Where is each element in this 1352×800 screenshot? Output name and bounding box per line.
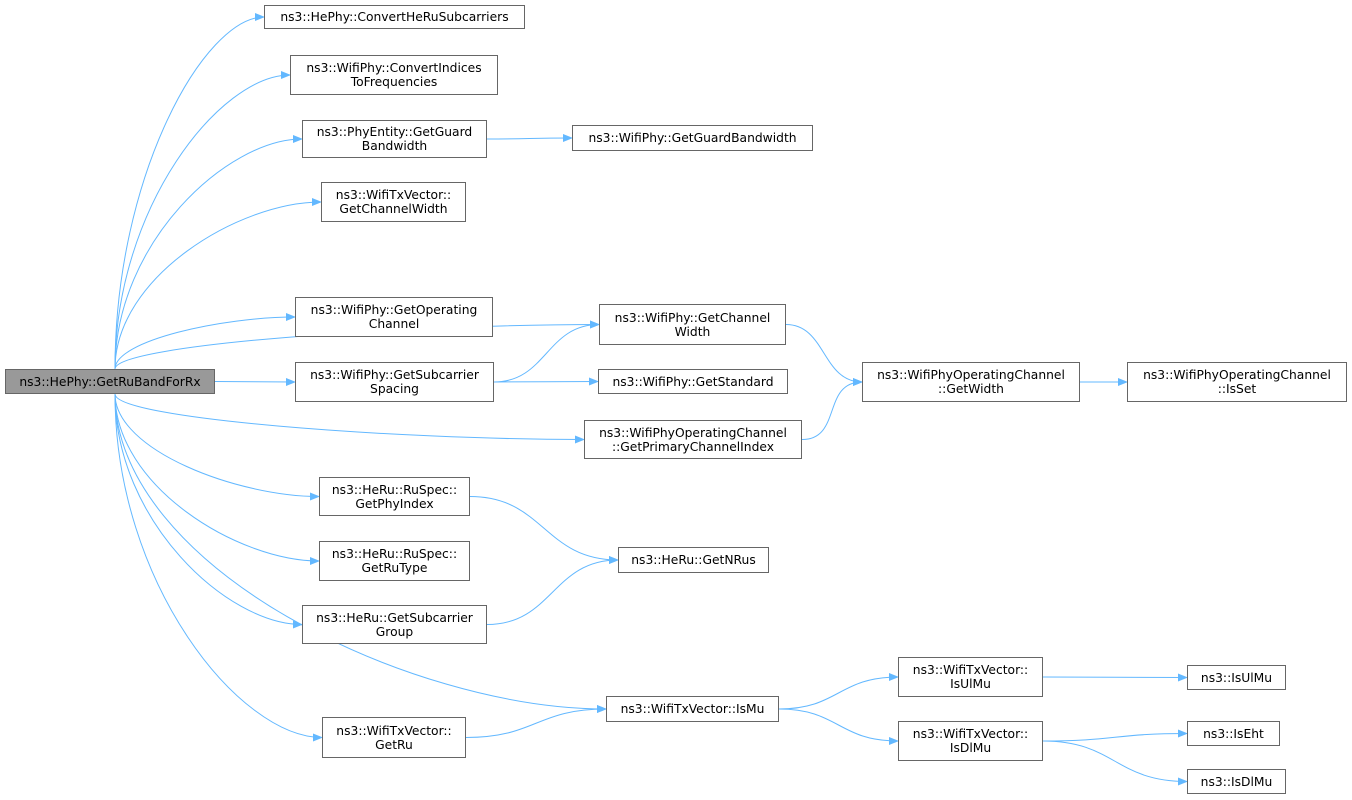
edge-txDl-isDl [1042, 740, 1188, 786]
node-label: Group [375, 624, 414, 639]
node-label: GetChannelWidth [339, 202, 448, 216]
node-txDl[interactable]: ns3::WifiTxVector::IsDlMu [898, 721, 1043, 761]
node-label: ns3::WifiPhy::GetChannel [614, 310, 771, 325]
node-label: ns3::IsEht [1203, 726, 1264, 741]
node-label: ns3::IsDlMu [1200, 774, 1273, 789]
node-label: ns3::WifiTxVector:: [336, 723, 452, 738]
node-label: ns3::WifiTxVector:: [335, 188, 452, 202]
edge-root-wpSub [214, 377, 296, 386]
node-label: ns3::WifiPhy::GetSubcarrier [310, 368, 479, 382]
node-label: Channel [368, 317, 420, 331]
node-label: ns3::WifiPhyOperatingChannel [877, 368, 1065, 382]
node-label: ns3::WifiTxVector:: [912, 727, 1029, 741]
edge-root-convHe [114, 13, 265, 370]
node-label: ns3::IsUlMu [1200, 670, 1273, 685]
edge-root-convIdx [114, 71, 291, 370]
node-ruType[interactable]: ns3::HeRu::RuSpec::GetRuType [319, 541, 470, 581]
edge-root-peGuard [114, 135, 303, 370]
node-wpStd[interactable]: ns3::WifiPhy::GetStandard [598, 369, 788, 394]
node-label: ns3::HePhy::ConvertHeRuSubcarriers [280, 10, 509, 24]
node-wocPri[interactable]: ns3::WifiPhyOperatingChannel::GetPrimary… [584, 420, 802, 459]
edge-root-ruPhy [114, 393, 320, 501]
node-root: ns3::HePhy::GetRuBandForRx [5, 369, 215, 394]
node-label: ns3::HeRu::RuSpec:: [331, 547, 458, 561]
node-isEht[interactable]: ns3::IsEht [1187, 721, 1280, 746]
node-ruPhy[interactable]: ns3::HeRu::RuSpec::GetPhyIndex [319, 477, 470, 516]
node-txChW[interactable]: ns3::WifiTxVector::GetChannelWidth [321, 182, 466, 222]
edge-root-subGrp [114, 393, 303, 629]
node-wocSet[interactable]: ns3::WifiPhyOperatingChannel::IsSet [1127, 362, 1347, 402]
node-label: Bandwidth [361, 139, 428, 153]
edge-root-wocPri [114, 393, 585, 444]
edge-subGrp-nrus [486, 556, 619, 625]
node-txUl[interactable]: ns3::WifiTxVector::IsUlMu [898, 657, 1043, 697]
node-label: ns3::WifiTxVector::IsMu [620, 702, 765, 716]
node-label: ns3::HePhy::GetRuBandForRx [19, 374, 201, 389]
node-label: IsUlMu [950, 677, 991, 691]
node-label: ToFrequencies [350, 75, 438, 89]
edge-txUl-isUl [1042, 673, 1188, 682]
node-label: ns3::HeRu::GetSubcarrier [316, 610, 473, 625]
node-label: ns3::WifiPhy::GetGuardBandwidth [588, 131, 797, 145]
node-label: GetRuType [361, 561, 428, 575]
edge-root-getRu [114, 393, 323, 742]
node-label: ns3::HeRu::GetNRus [631, 553, 756, 567]
edge-wocPri-wocW [801, 378, 863, 440]
node-wpGuard[interactable]: ns3::WifiPhy::GetGuardBandwidth [572, 125, 813, 151]
node-getRu[interactable]: ns3::WifiTxVector::GetRu [322, 717, 466, 758]
edge-root-ruType [114, 393, 320, 565]
node-label: ns3::WifiPhy::GetOperating [310, 303, 478, 317]
edge-root-wpChW [114, 320, 600, 370]
node-wocW[interactable]: ns3::WifiPhyOperatingChannel::GetWidth [862, 362, 1080, 402]
edge-peGuard-wpGuard [486, 134, 573, 143]
node-label: ns3::PhyEntity::GetGuard [316, 125, 473, 139]
node-label: GetRu [375, 737, 413, 752]
edge-wpSub-wpChW [493, 320, 600, 383]
edge-isMu-txDl [778, 708, 899, 745]
node-label: IsDlMu [949, 741, 992, 755]
node-nrus[interactable]: ns3::HeRu::GetNRus [618, 547, 769, 573]
edge-getRu-isMu [465, 705, 607, 738]
node-label: ns3::HeRu::RuSpec:: [331, 482, 458, 497]
node-convHe[interactable]: ns3::HePhy::ConvertHeRuSubcarriers [264, 5, 525, 29]
edge-txDl-isEht [1042, 729, 1188, 742]
node-label: ns3::WifiPhyOperatingChannel [599, 425, 787, 440]
node-label: ns3::WifiTxVector:: [912, 663, 1029, 677]
node-label: Width [674, 324, 711, 339]
node-label: ns3::WifiPhy::ConvertIndices [306, 61, 482, 75]
node-label: ::GetPrimaryChannelIndex [611, 439, 775, 454]
node-label: ::GetWidth [938, 382, 1004, 396]
node-label: Spacing [370, 382, 419, 396]
node-isMu[interactable]: ns3::WifiTxVector::IsMu [606, 696, 779, 722]
node-label: GetPhyIndex [355, 496, 434, 511]
edge-wpSub-wpStd [493, 377, 599, 386]
edge-ruPhy-nrus [469, 496, 619, 564]
edge-root-wpOpCh [114, 313, 296, 370]
edge-wpChW-wocW [785, 324, 863, 386]
node-label: ns3::WifiPhy::GetStandard [612, 374, 774, 389]
node-label: ::IsSet [1217, 382, 1257, 396]
node-isDl[interactable]: ns3::IsDlMu [1187, 769, 1286, 794]
node-isUl[interactable]: ns3::IsUlMu [1187, 665, 1286, 690]
edge-root-txChW [114, 198, 322, 370]
edge-root-isMu [114, 393, 607, 713]
edge-isMu-txUl [778, 673, 899, 710]
node-label: ns3::WifiPhyOperatingChannel [1143, 368, 1331, 382]
